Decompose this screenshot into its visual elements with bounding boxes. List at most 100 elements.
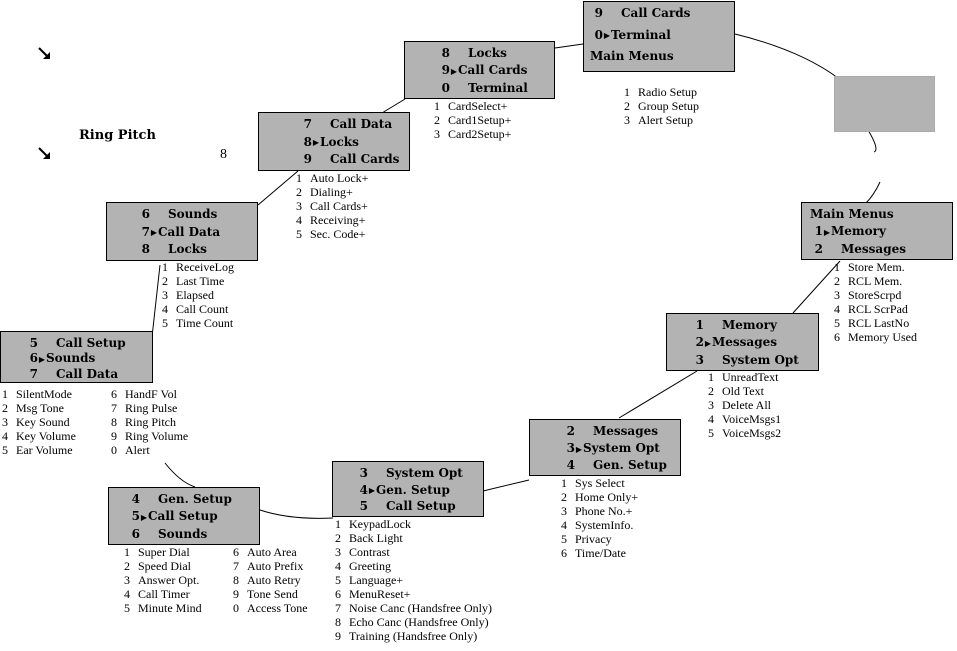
menu-row-number: 3 bbox=[566, 441, 575, 455]
menu-row[interactable]: 8▶Locks bbox=[299, 135, 359, 150]
menu-row[interactable]: 6▶Sounds bbox=[25, 351, 96, 366]
menu-row[interactable]: 3▶System Opt bbox=[562, 441, 660, 456]
menu-row[interactable]: 7▶Call Data bbox=[137, 225, 220, 240]
menu-row[interactable]: 1▶Memory bbox=[810, 224, 886, 239]
submenu-item-number: 9 bbox=[335, 629, 341, 643]
menu-row[interactable]: 5▶Call Setup bbox=[127, 509, 218, 524]
menu-row[interactable]: Main Menus bbox=[590, 49, 674, 63]
menu-row[interactable]: Main Menus bbox=[810, 207, 894, 221]
submenu-item-label: Access Tone bbox=[247, 601, 308, 615]
submenu-item-label: Greeting bbox=[349, 559, 391, 573]
menu-row[interactable]: 0▶Terminal bbox=[590, 28, 671, 43]
menu-row[interactable]: 2▶Messages bbox=[691, 335, 777, 350]
menu-row[interactable]: 4▶Gen. Setup bbox=[355, 483, 450, 498]
submenu-item-number: 1 bbox=[561, 476, 567, 490]
selection-arrow-icon: ▶ bbox=[312, 137, 320, 148]
submenu-item-label: Time/Date bbox=[575, 546, 626, 560]
menu-row[interactable]: 9▶Call Cards bbox=[437, 63, 528, 78]
submenu-item-label: MenuReset+ bbox=[349, 587, 411, 601]
